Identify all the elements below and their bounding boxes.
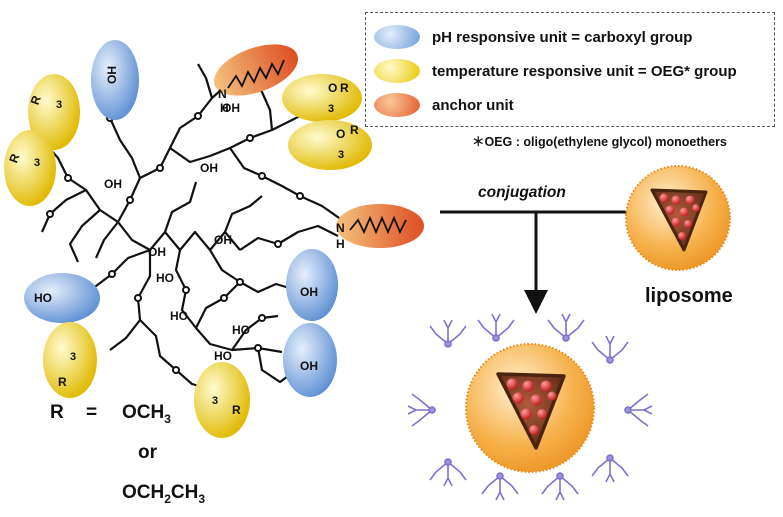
legend-item-ph: pH responsive unit = carboxyl group — [366, 23, 692, 51]
anchor-h-1: H — [220, 101, 229, 115]
oeg-unit-mid-left: R 3 — [4, 130, 56, 206]
core-ho-label-2: HO — [170, 309, 188, 323]
oeg-unit-upper-right-2: O R 3 — [288, 120, 372, 170]
conjugation-label: conjugation — [478, 184, 566, 201]
oeg-sub-5: 3 — [70, 351, 76, 363]
r-symbol: R — [50, 402, 64, 423]
polymer-brushes — [407, 313, 653, 501]
anchor-unit-swatch — [374, 93, 420, 117]
core-oh-label-4: OH — [148, 245, 166, 259]
polymer-coated-liposome — [407, 313, 653, 501]
oeg-unit-upper-right-1: O R 3 — [282, 74, 362, 122]
oeg-unit-upper-left: R 3 — [28, 74, 80, 150]
oeg-o-2: O — [336, 127, 345, 141]
core-oh-label-3: OH — [104, 177, 122, 191]
carbonyl-groups — [46, 112, 304, 374]
anchor-h-2: H — [336, 237, 345, 251]
liposome-illustration — [625, 165, 731, 271]
core-oh-label-1: OH — [200, 161, 218, 175]
oeg-sub-3: 3 — [328, 103, 334, 115]
carboxyl-unit-right-lower: OH — [283, 323, 337, 397]
legend-label-ph: pH responsive unit = carboxyl group — [432, 28, 693, 46]
anchor-n-2: N — [336, 221, 345, 235]
core-ho-label-4: HO — [214, 349, 232, 363]
oeg-r-4: R — [350, 123, 359, 137]
anchor-unit-right: N H — [336, 204, 424, 251]
oeg-r-3: R — [340, 81, 349, 95]
liposome-label: liposome — [645, 285, 733, 307]
r-option-1: OCH3 — [122, 402, 171, 426]
core-ho-label-1: HO — [156, 271, 174, 285]
oeg-r-6: R — [232, 403, 241, 417]
legend-item-anchor: anchor unit — [366, 91, 514, 119]
oeg-unit-lower-center: R 3 — [194, 362, 250, 438]
oeg-footnote: ＊OEG : oligo(ethylene glycol) monoethers — [472, 135, 727, 149]
legend-item-temperature: temperature responsive unit = OEG* group — [366, 57, 737, 85]
oeg-o-1: O — [328, 81, 337, 95]
carboxyl-unit-top: OH — [91, 40, 139, 120]
carboxyl-oh-3: OH — [300, 359, 318, 373]
oeg-r-5: R — [58, 375, 67, 389]
core-oh-label-2: OH — [222, 101, 240, 115]
r-option-2: OCH2CH3 — [122, 482, 206, 506]
equals-sign: = — [86, 402, 98, 423]
oeg-sub-2: 3 — [34, 157, 40, 169]
anchor-n-1: N — [218, 87, 227, 101]
carboxyl-unit-right-upper: OH — [286, 249, 338, 321]
legend-label-temperature: temperature responsive unit = OEG* group — [432, 62, 737, 80]
oeg-unit-lower-left: R 3 — [43, 322, 97, 398]
carboxyl-oh-2: OH — [300, 285, 318, 299]
oeg-sub-4: 3 — [338, 149, 344, 161]
core-hydroxyl-labels: OH OH OH OH OH HO HO HO HO — [104, 101, 250, 363]
legend-box: pH responsive unit = carboxyl group temp… — [365, 12, 775, 127]
core-ho-label-3: HO — [232, 323, 250, 337]
carboxyl-oh-1: OH — [105, 66, 119, 84]
legend-label-anchor: anchor unit — [432, 96, 514, 114]
carboxyl-unit-left: HO — [24, 273, 100, 323]
ph-unit-swatch — [374, 25, 420, 49]
oeg-sub-6: 3 — [212, 395, 218, 407]
core-oh-label-5: OH — [214, 233, 232, 247]
anchor-unit-top: N H — [213, 44, 299, 115]
or-word: or — [138, 442, 157, 463]
carboxyl-ho-1: HO — [34, 291, 52, 305]
conjugation-arrow — [440, 210, 628, 314]
temperature-unit-swatch — [374, 59, 420, 83]
oeg-sub-1: 3 — [56, 99, 62, 111]
dendrimer-backbone — [40, 63, 343, 390]
